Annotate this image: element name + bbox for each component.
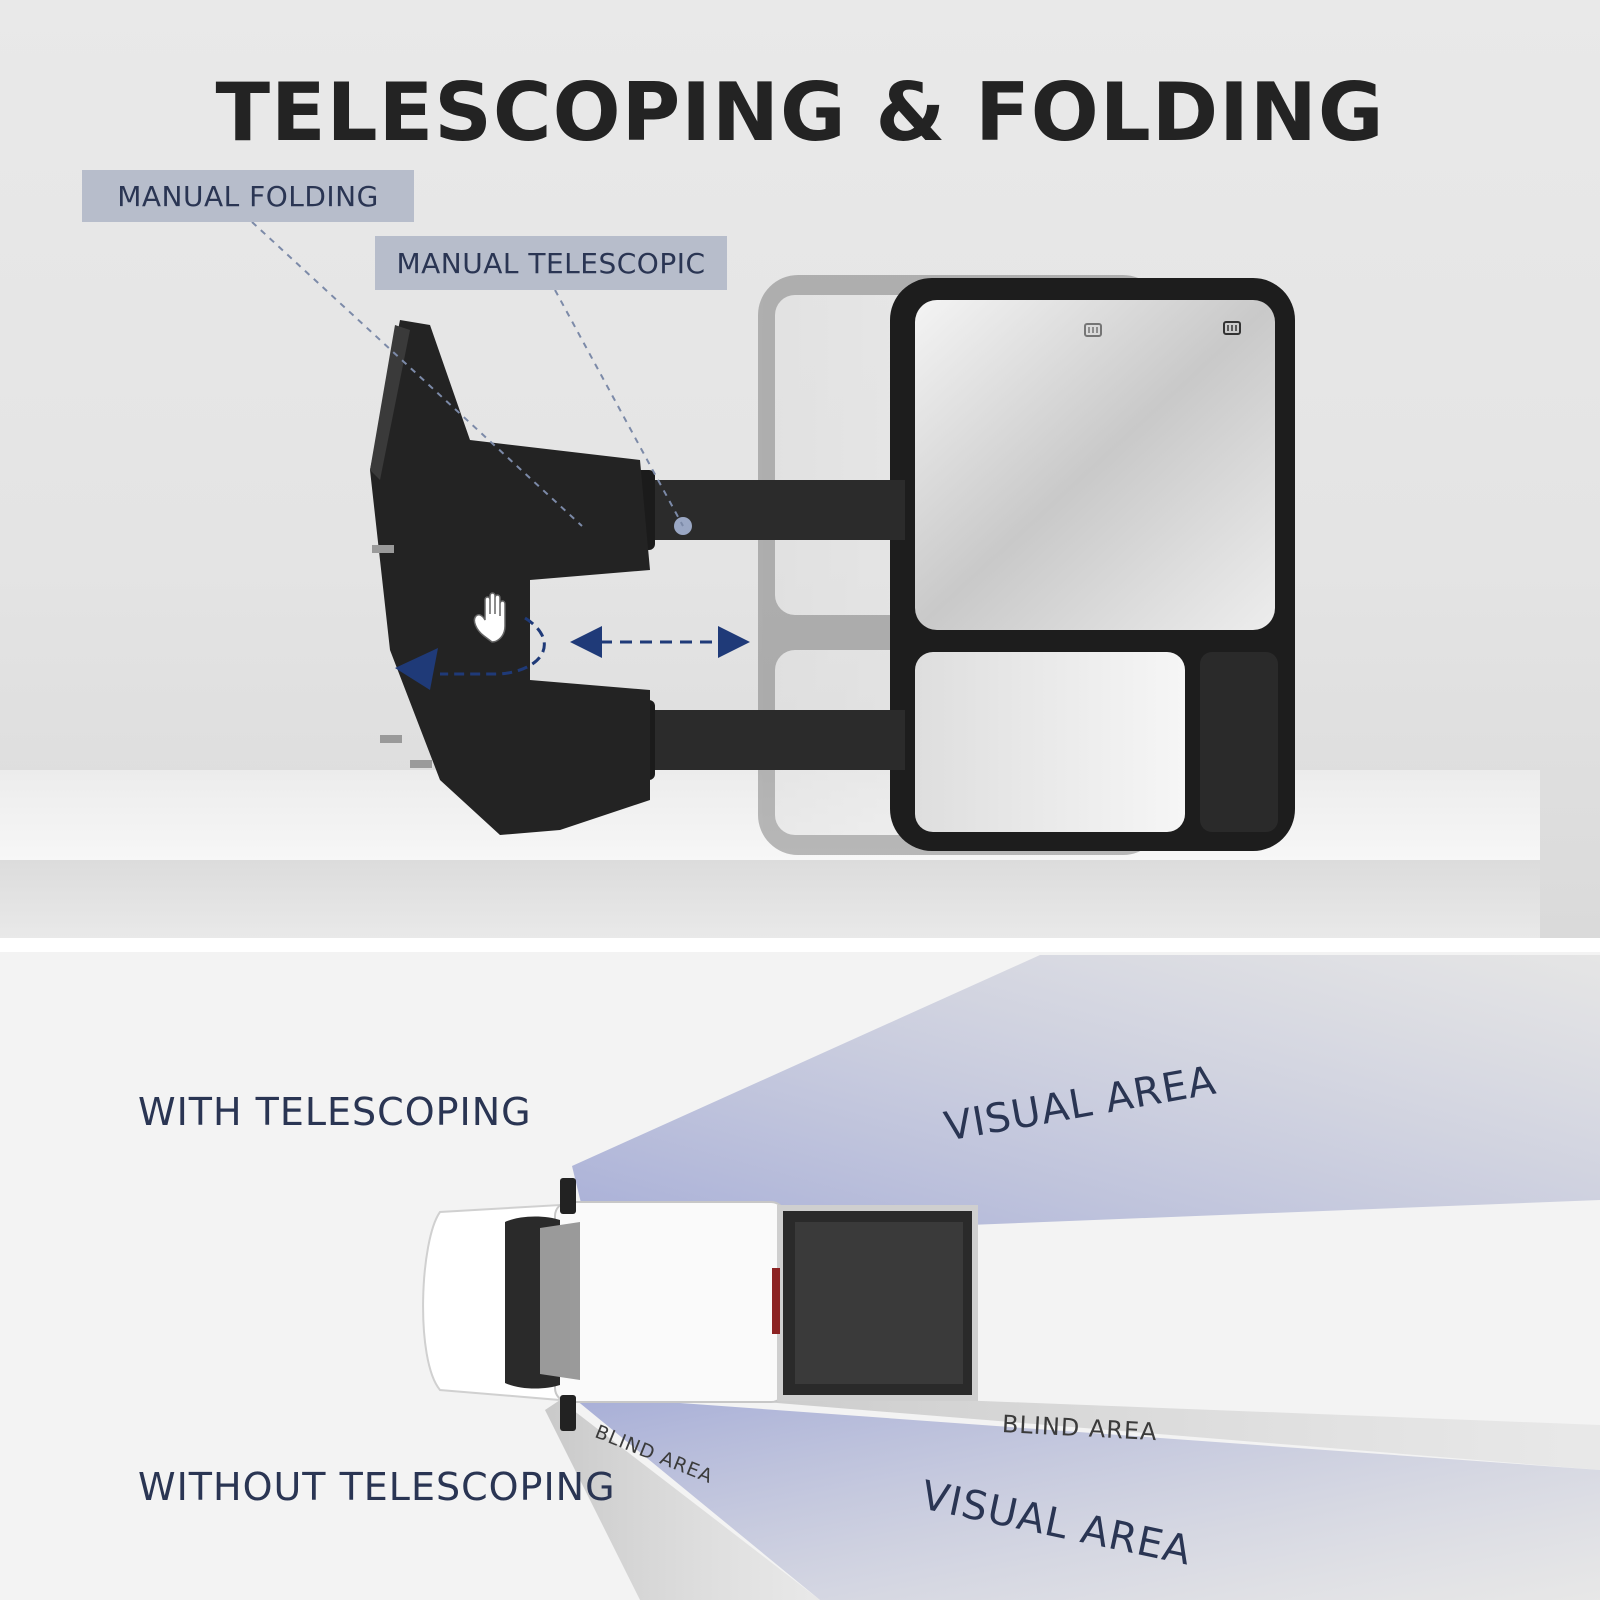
- telescopic-leader-line: [554, 289, 684, 527]
- defrost-icon: [1084, 323, 1102, 337]
- defrost-icon: [1223, 321, 1241, 335]
- hand-icon: [473, 592, 506, 643]
- with-telescoping-label: WITH TELESCOPING: [138, 1090, 532, 1134]
- visibility-diagram-panel: WITH TELESCOPING WITHOUT TELESCOPING VIS…: [0, 952, 1600, 1600]
- visual-area-bottom-cone: [570, 1395, 1600, 1600]
- without-telescoping-label: WITHOUT TELESCOPING: [138, 1465, 616, 1509]
- mirror-head-extended: [890, 278, 1295, 851]
- folding-leader-line: [251, 221, 583, 527]
- double-arrow-icon: [570, 626, 750, 658]
- mirror-bracket: [370, 320, 650, 835]
- product-panel: TELESCOPING & FOLDING: [0, 0, 1600, 938]
- visual-area-top-cone: [572, 955, 1600, 1240]
- manual-folding-callout: MANUAL FOLDING: [82, 170, 414, 222]
- visibility-diagram: [422, 955, 1600, 1600]
- section-divider: [0, 938, 1600, 952]
- blind-area-left-wedge: [545, 1400, 820, 1600]
- fold-arrow-icon: [395, 616, 546, 690]
- manual-telescopic-callout: MANUAL TELESCOPIC: [375, 236, 727, 290]
- blind-area-right-wedge: [700, 1390, 1600, 1470]
- pickup-truck-top-view: [422, 1178, 978, 1431]
- mirror-illustration: [251, 221, 1295, 855]
- shelf-front: [0, 860, 1540, 938]
- page-title: TELESCOPING & FOLDING: [215, 66, 1385, 159]
